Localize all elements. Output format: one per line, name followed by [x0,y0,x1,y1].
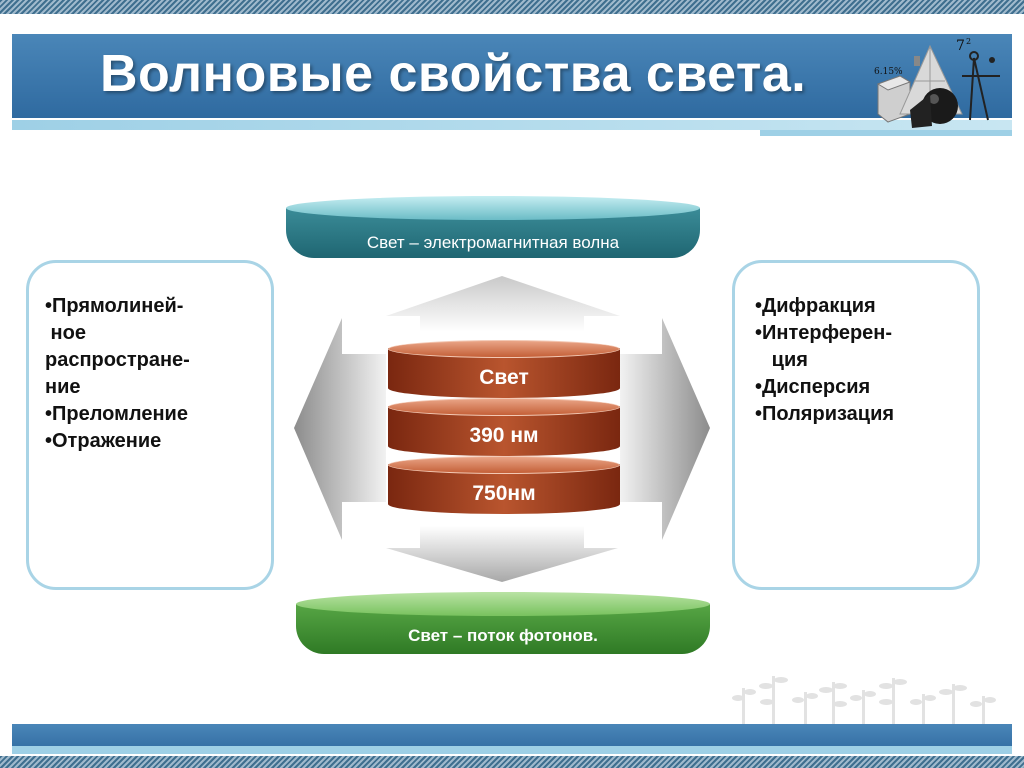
title-underline [12,120,1012,130]
bottom-disc-cap [296,592,710,616]
arrow-down [386,526,618,582]
top-disc-cap [286,196,700,220]
stack-segment-3: 750нм [388,456,620,516]
list-item: •Интерферен- [755,322,893,344]
list-item: ное [45,322,86,344]
arrow-right [620,318,710,540]
stack-segment-label: 390 нм [469,424,539,447]
svg-text:2: 2 [966,37,971,46]
list-item: •Поляризация [755,403,895,425]
footer-band-light [12,746,1012,754]
title-band [12,34,1012,118]
list-item: распростране- [45,349,190,371]
right-panel-list: •Дифракция •Интерферен- ция •Дисперсия •… [755,293,985,428]
title-underline-accent [760,130,1012,136]
plants-decoration-icon [732,676,996,728]
bottom-disc-photons: Свет – поток фотонов. [296,592,710,654]
list-item: •Дифракция [755,295,876,317]
list-item: ние [45,376,81,398]
title-band-top-edge [12,26,1012,34]
arrow-up [386,276,620,332]
stack-segment-label: Свет [479,366,529,389]
slide-title: Волновые свойства света. [100,45,807,103]
top-disc-electromagnetic: Свет – электромагнитная волна [286,196,700,258]
bottom-stripe [0,756,1024,768]
list-item: •Преломление [45,403,188,425]
four-way-arrows [294,276,710,582]
arrow-left [294,318,386,540]
list-item: ция [755,349,808,371]
left-panel-list: •Прямолиней- ное распростране- ние •Прел… [45,293,275,455]
right-panel-properties: •Дифракция •Интерферен- ция •Дисперсия •… [732,260,980,590]
svg-text:7: 7 [956,38,965,54]
list-item: •Отражение [45,430,162,452]
list-item: •Дисперсия [755,376,871,398]
stack-segment-label: 750нм [472,482,536,505]
bottom-disc-label: Свет – поток фотонов. [408,626,598,645]
left-panel-properties: •Прямолиней- ное распростране- ние •Прел… [26,260,274,590]
geometry-shapes-icon: 7 2 6.15% [874,37,1000,128]
top-stripe [0,0,1024,14]
stack-segment-2: 390 нм [388,398,620,458]
list-item: •Прямолиней- [45,295,184,317]
svg-text:6.15%: 6.15% [874,67,903,77]
center-stack: 750нм 390 нм Свет [388,340,620,526]
top-disc-label: Свет – электромагнитная волна [366,233,620,252]
stack-segment-1: Свет [388,340,620,400]
